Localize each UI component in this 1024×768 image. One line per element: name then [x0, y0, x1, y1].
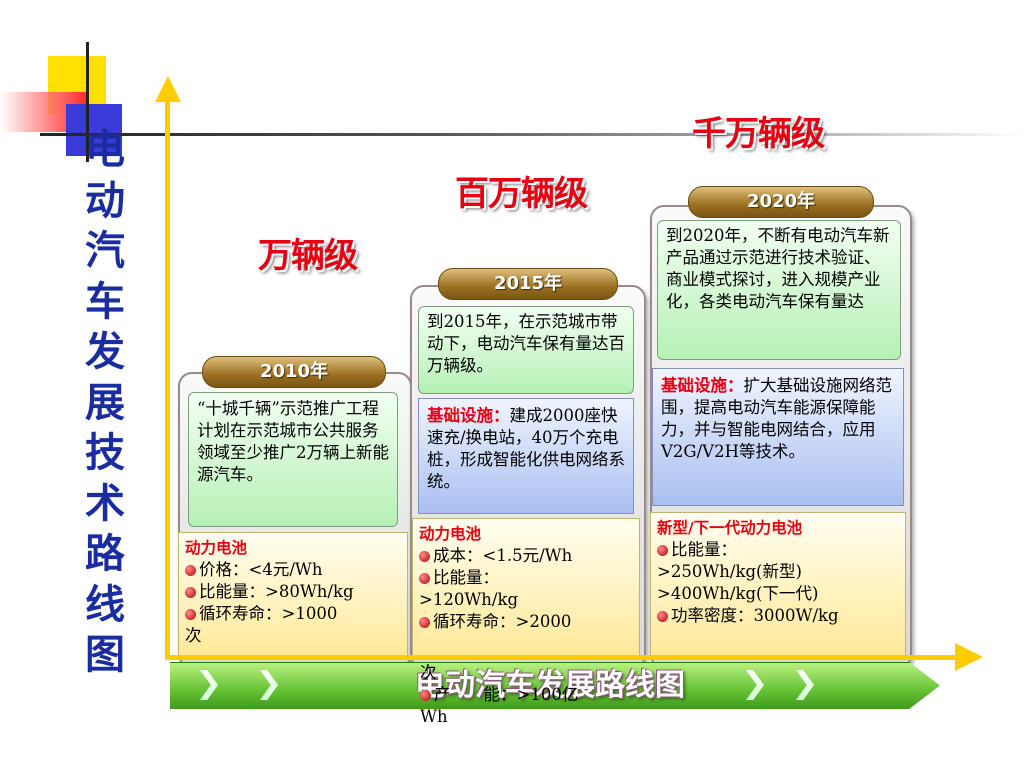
title-char: 技 [85, 430, 125, 476]
title-char: 路 [85, 531, 125, 577]
bullet-icon [185, 565, 196, 576]
stage-2020-description: 到2020年，不断有电动汽车新产品通过示范进行技术验证、商业模式探讨，进入规模产… [657, 220, 901, 360]
battery-title: 动力电池 [185, 539, 248, 557]
stage-2015-description: 到2015年，在示范城市带动下，电动汽车保有量达百万辆级。 [418, 306, 634, 394]
bullet-icon [657, 611, 668, 622]
battery-item: 比能量：>80Wh/kg [185, 581, 401, 603]
year-tab-2020: 2020年 [688, 186, 874, 218]
battery-title: 新型/下一代动力电池 [657, 519, 803, 537]
battery-item: 循环寿命：>1000 [185, 603, 401, 625]
y-axis [165, 100, 170, 658]
year-tab-2015: 2015年 [438, 268, 618, 300]
bullet-icon [185, 587, 196, 598]
infra-label: 基础设施： [427, 406, 510, 425]
battery-item: 比能量： [419, 567, 633, 589]
battery-item: 成本：<1.5元/Wh [419, 545, 633, 567]
decor-vertical-line [86, 42, 89, 162]
battery-item: 比能量： [657, 539, 899, 561]
decor-blue-square [66, 104, 122, 156]
title-char: 动 [85, 177, 125, 224]
title-char: 车 [85, 278, 125, 325]
chevron-right-icon [258, 662, 280, 708]
bullet-icon [420, 690, 431, 701]
infra-label: 基础设施： [661, 376, 744, 395]
stage-2015-infrastructure: 基础设施：建成2000座快速充/换电站，40万个充电桩，形成智能化供电网络系统。 [418, 398, 634, 514]
title-char: 线 [85, 581, 125, 628]
x-axis-arrow-icon [955, 643, 983, 671]
title-char: 电 [85, 127, 125, 173]
level-title-10k: 万辆级 [258, 236, 358, 276]
y-axis-arrow-icon [155, 76, 181, 102]
battery-title: 动力电池 [419, 525, 482, 543]
stage-2015-battery-box: 动力电池 成本：<1.5元/Wh 比能量： >120Wh/kg 循环寿命：>20… [412, 518, 640, 656]
stage-2020-battery-box: 新型/下一代动力电池 比能量： >250Wh/kg(新型) >400Wh/kg(… [650, 512, 906, 656]
banner-title: 电动汽车发展路线图 [415, 668, 685, 703]
title-char: 图 [85, 632, 125, 678]
stage-2015-battery-overflow: 次 产 能：>100亿 Wh [420, 663, 579, 726]
stage-2010-battery-box: 动力电池 价格：<4元/Wh 比能量：>80Wh/kg 循环寿命：>1000 次 [178, 532, 408, 656]
battery-item: >250Wh/kg(新型) [657, 562, 802, 581]
level-title-10m: 千万辆级 [692, 114, 825, 154]
chevron-right-icon [794, 662, 816, 708]
battery-item-overflow: 次 [185, 626, 202, 645]
level-title-1m: 百万辆级 [455, 174, 588, 214]
battery-item: 价格：<4元/Wh [185, 559, 401, 581]
title-char: 汽 [85, 228, 125, 274]
title-char: 展 [85, 379, 125, 426]
x-axis [165, 655, 960, 660]
bullet-icon [419, 617, 430, 628]
year-tab-2010: 2010年 [202, 356, 386, 388]
bullet-icon [419, 551, 430, 562]
infra-text: 建成2000座快速充/换电站，40万个充电桩，形成智能化供电网络系统。 [427, 406, 625, 491]
infra-text: 扩大基础设施网络范围，提高电动汽车能源保障能力，并与智能电网结合，应用V2G/V… [661, 376, 892, 461]
battery-item: 功率密度：3000W/kg [657, 605, 899, 627]
stage-2010-description: “十城千辆”示范推广工程计划在示范城市公共服务领域至少推广2万辆上新能源汽车。 [188, 392, 398, 527]
chevron-right-icon [198, 662, 220, 708]
decor-horizontal-line [40, 133, 1024, 136]
bullet-icon [419, 573, 430, 584]
title-char: 发 [85, 329, 125, 375]
chevron-right-icon [744, 662, 766, 708]
vertical-page-title: 电 动 汽 车 发 展 技 术 路 线 图 [80, 125, 130, 681]
bullet-icon [657, 545, 668, 556]
battery-item: >400Wh/kg(下一代) [657, 584, 819, 603]
battery-item: 循环寿命：>2000 [419, 611, 633, 633]
title-char: 术 [85, 480, 125, 527]
bullet-icon [185, 609, 196, 620]
battery-item: >120Wh/kg [419, 590, 519, 609]
stage-2020-infrastructure: 基础设施：扩大基础设施网络范围，提高电动汽车能源保障能力，并与智能电网结合，应用… [652, 368, 904, 506]
